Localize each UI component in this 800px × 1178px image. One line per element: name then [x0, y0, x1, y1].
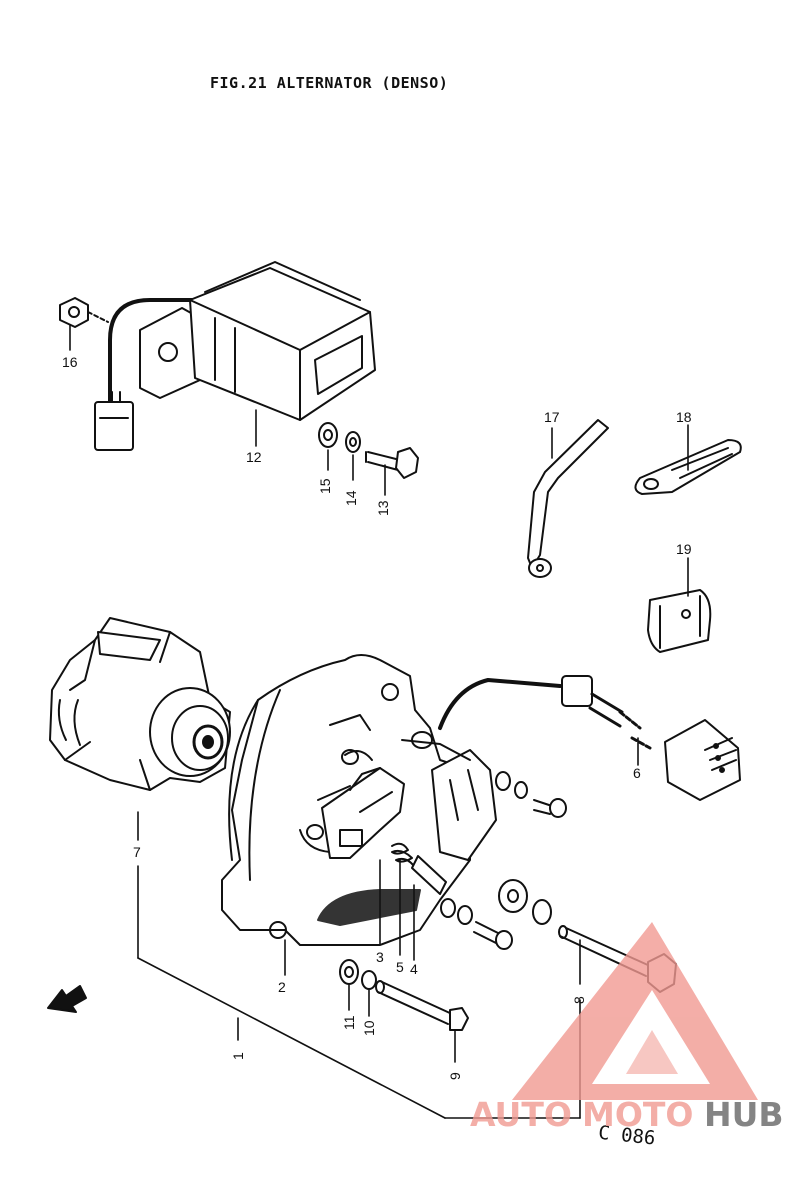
lock-washer-14	[345, 431, 361, 453]
callout-7: 7	[133, 844, 141, 860]
callout-10: 10	[361, 1020, 377, 1036]
washer-11	[339, 959, 359, 985]
callout-16: 16	[62, 354, 78, 370]
rotor-7	[49, 617, 231, 791]
lead-wire-6	[438, 675, 741, 801]
callout-5: 5	[396, 959, 404, 975]
automotohub-watermark: AUTO MOTO HUB	[470, 922, 784, 1134]
callout-2: 2	[278, 979, 286, 995]
callout-18: 18	[676, 409, 692, 425]
callout-17: 17	[544, 409, 560, 425]
terminal-plate	[401, 731, 497, 861]
callout-1: 1	[230, 1052, 246, 1060]
bolt-13	[365, 447, 419, 479]
front-arrow-icon	[47, 985, 87, 1013]
callout-3: 3	[376, 949, 384, 965]
watermark-text-auto: AUTO	[470, 1095, 572, 1134]
callout-15: 15	[317, 478, 333, 494]
callout-11: 11	[341, 1015, 357, 1030]
brush-4	[411, 855, 447, 895]
callout-4: 4	[410, 961, 418, 977]
callout-6: 6	[633, 765, 641, 781]
callout-8: 8	[571, 996, 587, 1004]
callout-13: 13	[375, 500, 391, 516]
callout-19: 19	[676, 541, 692, 557]
bolt-9	[375, 980, 469, 1031]
washer-set-upper	[495, 771, 567, 818]
spring-5	[391, 842, 415, 867]
callout-12: 12	[246, 449, 262, 465]
brush-holder-3	[321, 767, 405, 859]
callout-14: 14	[343, 490, 359, 506]
watermark-text-hub: HUB	[704, 1095, 784, 1134]
lock-washer-10	[361, 970, 377, 990]
grommet-19	[647, 589, 712, 653]
regulator-12	[94, 261, 376, 451]
watermark-text-moto: MOTO	[582, 1095, 693, 1134]
bracket-17	[527, 419, 609, 578]
nut-16	[59, 297, 109, 328]
callout-9: 9	[447, 1072, 463, 1080]
washer-set-lower	[440, 879, 552, 950]
figure-title: FIG.21 ALTERNATOR (DENSO)	[210, 74, 449, 92]
watermark-triangle-logo	[512, 922, 758, 1100]
washer-15	[318, 422, 338, 448]
